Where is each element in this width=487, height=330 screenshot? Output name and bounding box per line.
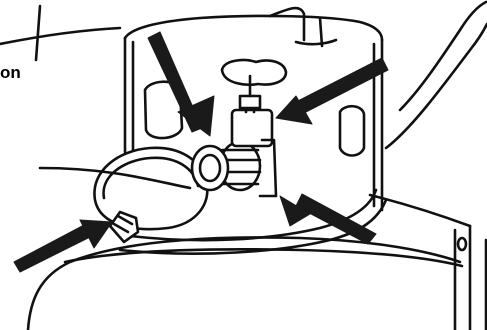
partial-caption-text: on: [0, 64, 21, 81]
arrow-valve-outlet-icon: [276, 58, 388, 124]
coupling-nut: [192, 142, 260, 190]
tank-left-edge: [0, 6, 120, 60]
arrow-valve-base-icon: [280, 194, 376, 244]
tank-body: [28, 168, 486, 330]
